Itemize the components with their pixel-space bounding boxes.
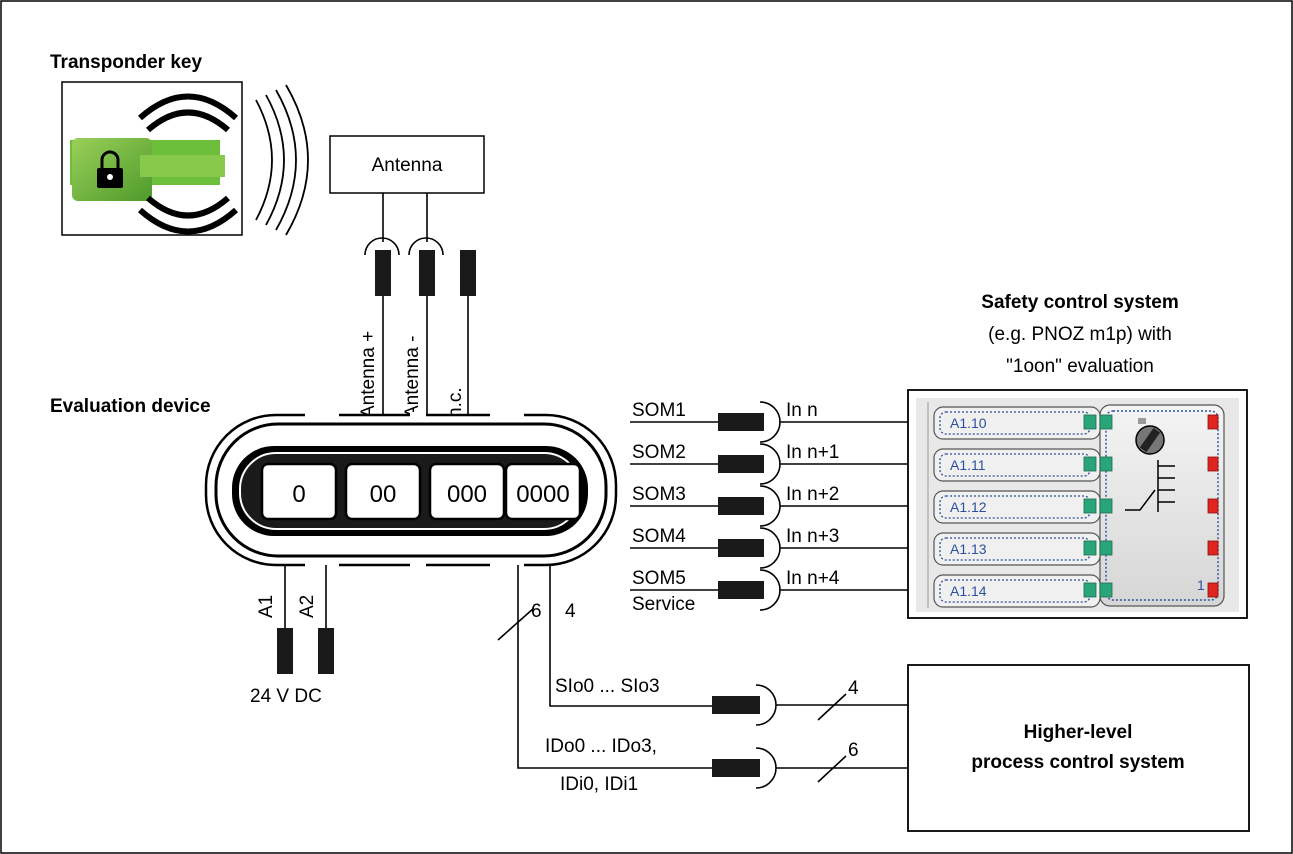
ido-label-line2: IDi0, IDi1: [560, 774, 638, 795]
module-input-3-label: A1.12: [950, 499, 987, 515]
pin-antenna-plus: Antenna +: [358, 331, 379, 418]
transponder-title: Transponder key: [50, 52, 202, 73]
lock-icon: [97, 150, 123, 188]
module-corner-number: 1: [1197, 577, 1205, 593]
som-4-plug: [718, 539, 764, 557]
pin-a1: A1: [256, 595, 277, 618]
som-4-socket: [759, 527, 781, 569]
ido-label-line1: IDo0 ... IDo3,: [545, 736, 657, 757]
antenna-plus-plug: [375, 250, 391, 296]
som-5-label: SOM5: [632, 568, 686, 589]
antenna-minus-plug: [419, 250, 435, 296]
som-2-socket: [759, 443, 781, 485]
green-connector-3a: [1083, 498, 1097, 514]
ido-count: 6: [848, 740, 859, 761]
som-4-label: SOM4: [632, 526, 686, 547]
green-connector-3b: [1099, 498, 1113, 514]
antenna-box: [329, 135, 485, 194]
red-connector-1: [1207, 414, 1219, 430]
button-00[interactable]: 00: [344, 462, 422, 521]
antenna-label: Antenna: [372, 155, 443, 176]
in-3-label: In n+2: [786, 484, 839, 505]
service-label: Service: [632, 594, 695, 615]
green-connector-1b: [1099, 414, 1113, 430]
in-1-label: In n: [786, 400, 818, 421]
button-0[interactable]: 0: [260, 462, 338, 521]
in-4-label: In n+3: [786, 526, 839, 547]
nc-plug: [460, 250, 476, 296]
module-input-4-label: A1.13: [950, 541, 987, 557]
transponder-key-image: [61, 81, 243, 236]
button-00-label: 00: [370, 481, 397, 508]
sio-count: 4: [848, 678, 859, 699]
ido-plug: [712, 759, 760, 777]
green-connector-2a: [1083, 456, 1097, 472]
power-label: 24 V DC: [250, 686, 322, 707]
som-2-plug: [718, 455, 764, 473]
module-input-1-label: A1.10: [950, 415, 987, 431]
som-1-socket: [759, 401, 781, 443]
safety-line2: (e.g. PNOZ m1p) with: [988, 324, 1172, 345]
som-3-label: SOM3: [632, 484, 686, 505]
antenna-socket-plus: [364, 237, 400, 256]
higher-level-line1: Higher-level: [1024, 722, 1133, 743]
a2-plug: [318, 628, 334, 674]
som-3-socket: [759, 485, 781, 527]
som-3-plug: [718, 497, 764, 515]
bus-count-4: 4: [565, 601, 576, 622]
button-000-label: 000: [447, 481, 487, 508]
a1-plug: [277, 628, 293, 674]
rotary-switch-icon: [1135, 418, 1165, 455]
button-0-label: 0: [292, 481, 305, 508]
evaluation-title: Evaluation device: [50, 396, 211, 417]
red-connector-5: [1207, 582, 1219, 598]
button-0000-label: 0000: [516, 481, 569, 508]
higher-level-line2: process control system: [971, 752, 1184, 773]
bus-count-6: 6: [531, 601, 542, 622]
button-000[interactable]: 000: [428, 462, 506, 521]
in-2-label: In n+1: [786, 442, 839, 463]
antenna-socket-minus: [408, 237, 444, 256]
wireless-signal-icon: [137, 93, 239, 235]
som-2-label: SOM2: [632, 442, 686, 463]
som-5-plug: [718, 581, 764, 599]
in-5-label: In n+4: [786, 568, 840, 589]
red-connector-2: [1207, 456, 1219, 472]
som-1-label: SOM1: [632, 400, 686, 421]
green-connector-4a: [1083, 540, 1097, 556]
button-0000[interactable]: 0000: [504, 462, 582, 521]
radio-waves: [255, 84, 309, 236]
sio-label: SIo0 ... SIo3: [555, 676, 660, 697]
green-connector-1a: [1083, 414, 1097, 430]
red-connector-4: [1207, 540, 1219, 556]
som-1-plug: [718, 413, 764, 431]
module-input-2-label: A1.11: [950, 457, 986, 473]
module-input-5-label: A1.14: [950, 583, 987, 599]
som-5-socket: [759, 569, 781, 611]
green-connector-2b: [1099, 456, 1113, 472]
red-connector-3: [1207, 498, 1219, 514]
sio-plug: [712, 696, 760, 714]
higher-level-box: [907, 664, 1250, 832]
green-connector-5b: [1099, 582, 1113, 598]
safety-line3: "1oon" evaluation: [1006, 356, 1154, 377]
contact-symbol-icon: [1125, 460, 1175, 512]
pin-a2: A2: [297, 595, 318, 618]
green-connector-4b: [1099, 540, 1113, 556]
green-connector-5a: [1083, 582, 1097, 598]
safety-title: Safety control system: [981, 292, 1178, 313]
pin-nc: n.c.: [445, 387, 466, 418]
pin-antenna-minus: Antenna -: [402, 336, 423, 418]
